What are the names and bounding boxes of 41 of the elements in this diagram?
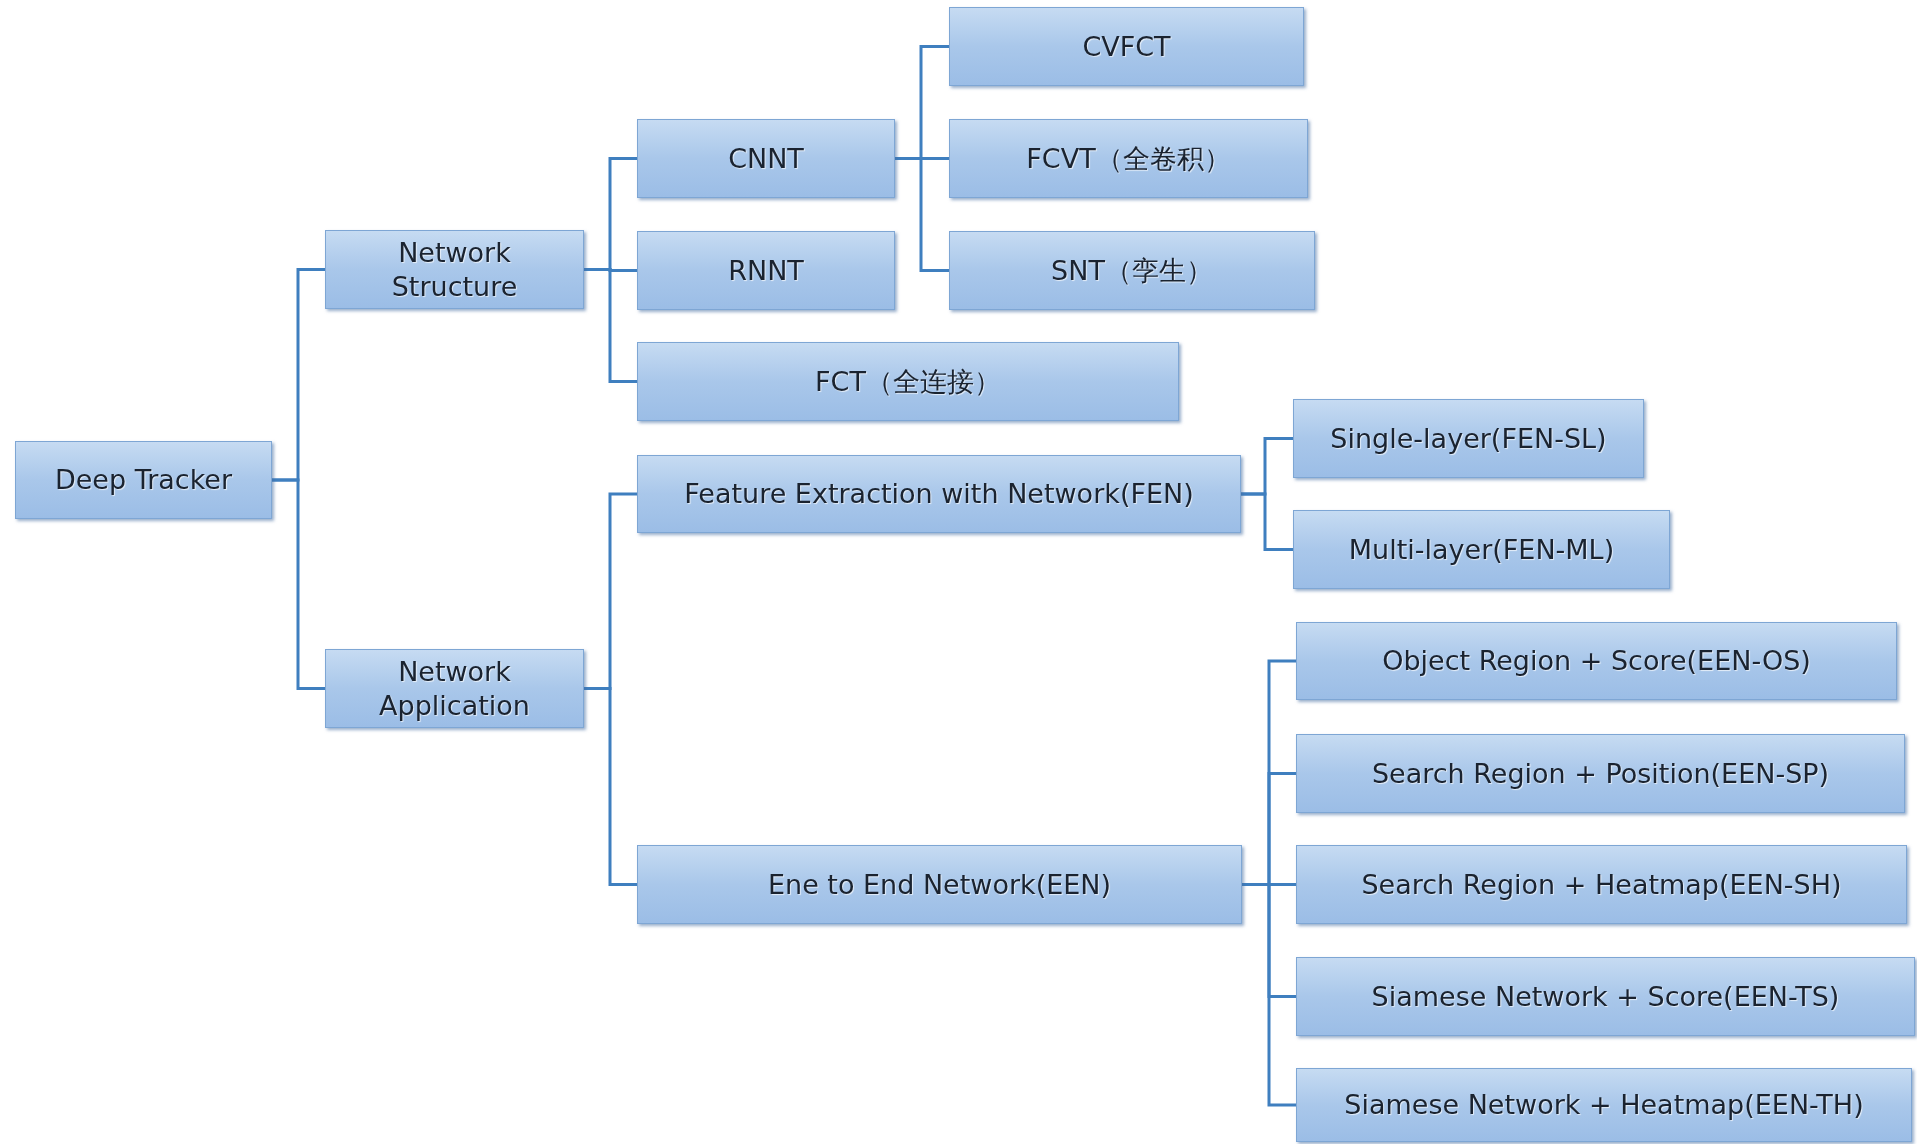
box-label: Deep Tracker [54, 463, 233, 497]
box-label: Object Region + Score(EEN-OS) [1382, 644, 1811, 678]
tree-box [1296, 622, 1897, 700]
tree-box [949, 7, 1304, 86]
connector-line [584, 687, 637, 886]
tree-box [949, 119, 1308, 198]
tree-box [637, 845, 1242, 924]
box-label: CNNT [728, 141, 804, 176]
box-label: FCT（全连接） [815, 364, 1001, 399]
box-label: CVFCT [1082, 29, 1171, 64]
tree-box [1293, 399, 1644, 478]
tree-box [1296, 957, 1915, 1036]
box-label: Siamese Network + Score(EEN-TS) [1371, 979, 1840, 1014]
tree-box [637, 455, 1241, 533]
tree-box [325, 649, 584, 728]
tree-box [15, 441, 272, 519]
tree-box [949, 231, 1315, 310]
box-label: Siamese Network + Heatmap(EEN-TH) [1344, 1088, 1864, 1122]
box-label: Multi-layer(FEN-ML) [1348, 532, 1615, 567]
tree-box [1296, 1068, 1912, 1142]
box-label: Search Region + Position(EEN-SP) [1371, 756, 1830, 791]
box-label: Network Structure [390, 235, 519, 304]
box-label: Ene to End Network(EEN) [767, 867, 1112, 902]
tree-box [1296, 845, 1907, 924]
tree-box [1293, 510, 1670, 589]
connector-line [272, 478, 325, 690]
box-label: SNT（孪生） [1051, 253, 1213, 288]
tree-box [637, 119, 895, 198]
box-label: RNNT [728, 253, 804, 288]
box-label: FCVT（全卷积） [1026, 141, 1231, 176]
connector-line [1242, 883, 1296, 1107]
box-label: Feature Extraction with Network(FEN) [684, 477, 1194, 511]
tree-box [1296, 734, 1905, 813]
connector-line [584, 268, 637, 383]
box-label: Search Region + Heatmap(EEN-SH) [1361, 867, 1842, 902]
box-label: Single-layer(FEN-SL) [1330, 421, 1607, 456]
tree-box [637, 231, 895, 310]
tree-box [637, 342, 1179, 421]
tree-box [325, 230, 584, 309]
box-label: Network Application [378, 654, 531, 723]
connector-line [1241, 492, 1293, 551]
